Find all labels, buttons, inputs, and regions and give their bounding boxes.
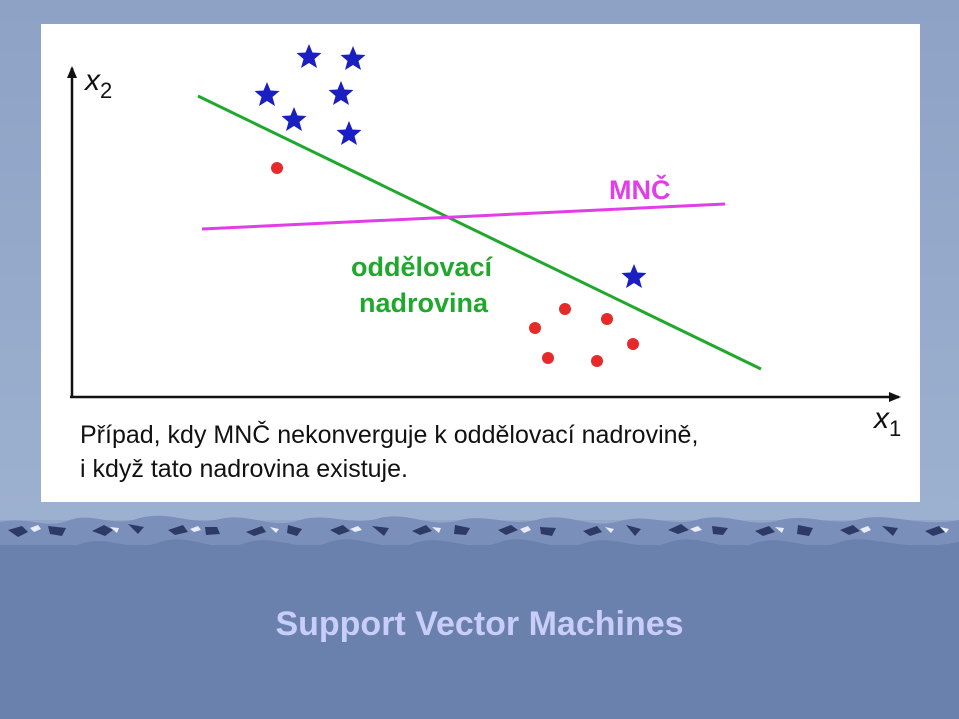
separating-hyperplane: [197, 94, 762, 371]
star-point: [340, 46, 366, 70]
dot-point: [591, 355, 603, 367]
separating-hyperplane-label-line2: nadrovina: [359, 288, 489, 318]
star-point: [254, 82, 280, 106]
star-point: [621, 264, 647, 288]
star-point: [281, 107, 307, 131]
dot-point: [559, 303, 571, 315]
torn-paper-edge: [0, 515, 959, 570]
separating-hyperplane-label-line1: oddělovací: [351, 252, 494, 282]
caption-line-2: i když tato nadrovina existuje.: [80, 455, 408, 483]
dot-point: [627, 338, 639, 350]
dot-point: [271, 162, 283, 174]
mnc-line: [201, 202, 726, 231]
dot-point: [601, 313, 613, 325]
star-class-points: [254, 44, 647, 288]
dot-class-points: [271, 162, 639, 367]
y-axis-label: x2: [83, 64, 112, 103]
footer-title: Support Vector Machines: [275, 605, 684, 643]
star-point: [296, 44, 322, 68]
classification-diagram: x2 x1 MNČ oddělovací nadrovina: [67, 44, 901, 441]
figure-panel: x2 x1 MNČ oddělovací nadrovina Případ, k…: [41, 24, 920, 502]
mnc-label: MNČ: [609, 174, 671, 205]
x-axis-label: x1: [872, 402, 901, 441]
dot-point: [542, 352, 554, 364]
footer-band: [0, 545, 959, 719]
caption-line-1: Případ, kdy MNČ nekonverguje k oddělovac…: [80, 421, 699, 449]
dot-point: [529, 322, 541, 334]
star-point: [336, 121, 362, 145]
star-point: [328, 81, 354, 105]
